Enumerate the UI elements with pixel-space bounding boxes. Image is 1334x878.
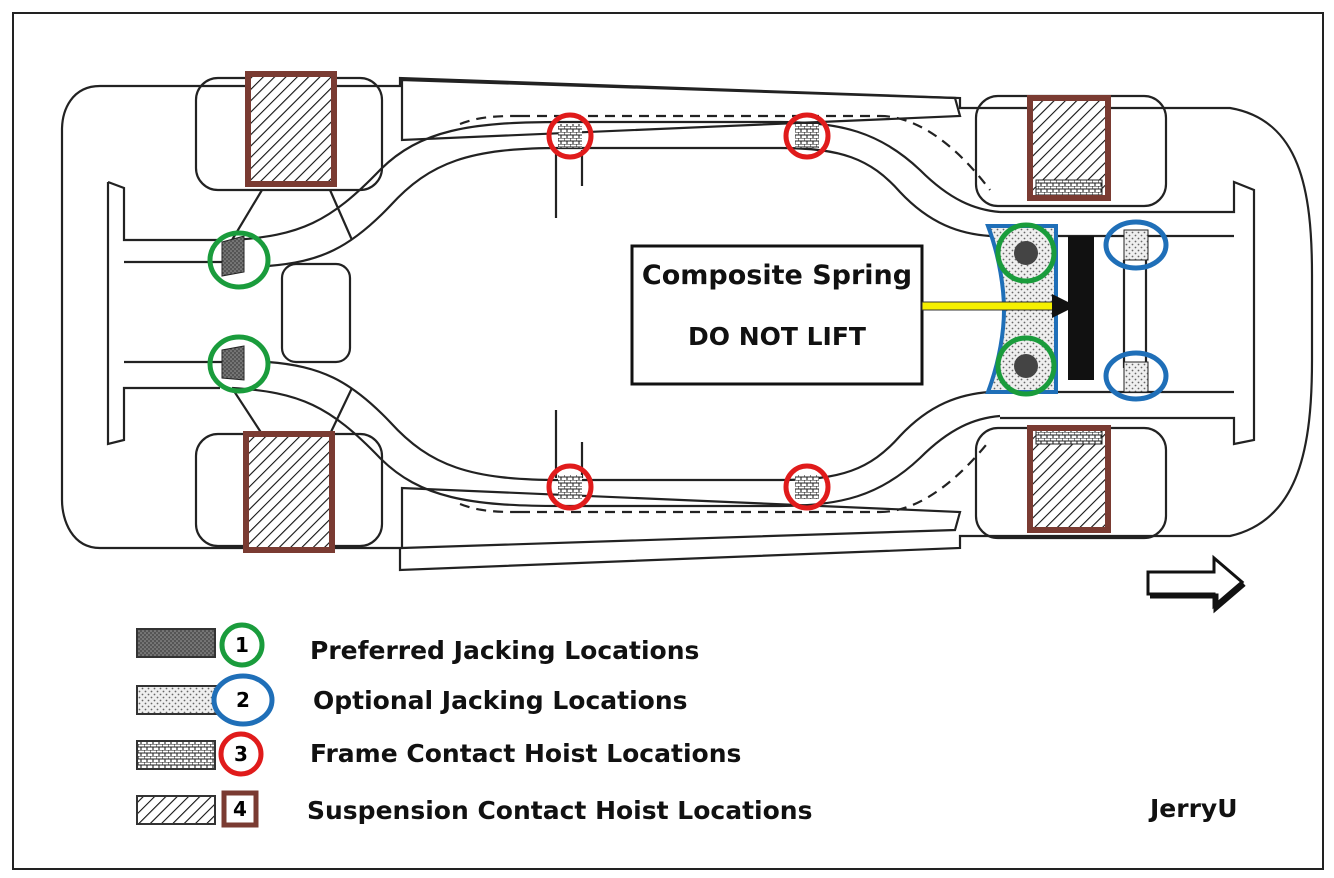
legend-number-4: 4	[233, 797, 247, 821]
callout-title: Composite Spring	[641, 260, 913, 291]
legend-marker-4: 4	[221, 790, 259, 828]
suspension-hoist-rear-right	[1027, 425, 1111, 533]
legend-swatch-2	[136, 685, 218, 715]
vehicle-outline	[60, 76, 1314, 572]
preferred-jacking-front-left	[207, 230, 271, 290]
preferred-jacking-rear-left	[995, 222, 1057, 284]
frame-hoist-right-front	[546, 463, 594, 511]
legend-swatch-3	[136, 740, 216, 770]
suspension-hoist-front-right	[243, 431, 335, 553]
legend-label-2: Optional Jacking Locations	[313, 686, 688, 715]
callout-warning: DO NOT LIFT	[687, 322, 866, 351]
callout-box	[630, 244, 924, 386]
legend-marker-3: 3	[218, 731, 264, 777]
composite-spring	[1068, 236, 1094, 380]
legend-label-1: Preferred Jacking Locations	[310, 636, 700, 665]
legend-number-1: 1	[235, 633, 249, 657]
suspension-hoist-front-left	[245, 71, 337, 187]
suspension-hoist-rear-left	[1027, 95, 1111, 201]
frame-hoist-left-rear	[783, 112, 831, 160]
preferred-jacking-front-right	[207, 334, 271, 394]
legend-marker-1: 1	[219, 622, 265, 668]
legend-number-3: 3	[234, 742, 248, 766]
author-signature: JerryU	[1150, 794, 1238, 823]
legend-swatch-1	[136, 628, 216, 658]
frame-hoist-left-front	[546, 112, 594, 160]
callout-arrow	[921, 294, 1076, 318]
frame-hoist-right-rear	[783, 463, 831, 511]
right-arrow-icon	[1146, 554, 1246, 614]
legend-label-3: Frame Contact Hoist Locations	[310, 739, 742, 768]
legend-marker-2: 2	[211, 673, 275, 727]
legend-number-2: 2	[236, 688, 250, 712]
legend-label-4: Suspension Contact Hoist Locations	[307, 796, 813, 825]
preferred-jacking-rear-right	[995, 335, 1057, 397]
diagram-frame	[12, 12, 1324, 870]
optional-jacking-rear-left	[1103, 219, 1169, 271]
legend-swatch-4	[136, 795, 216, 825]
optional-jacking-rear-right	[1103, 350, 1169, 402]
